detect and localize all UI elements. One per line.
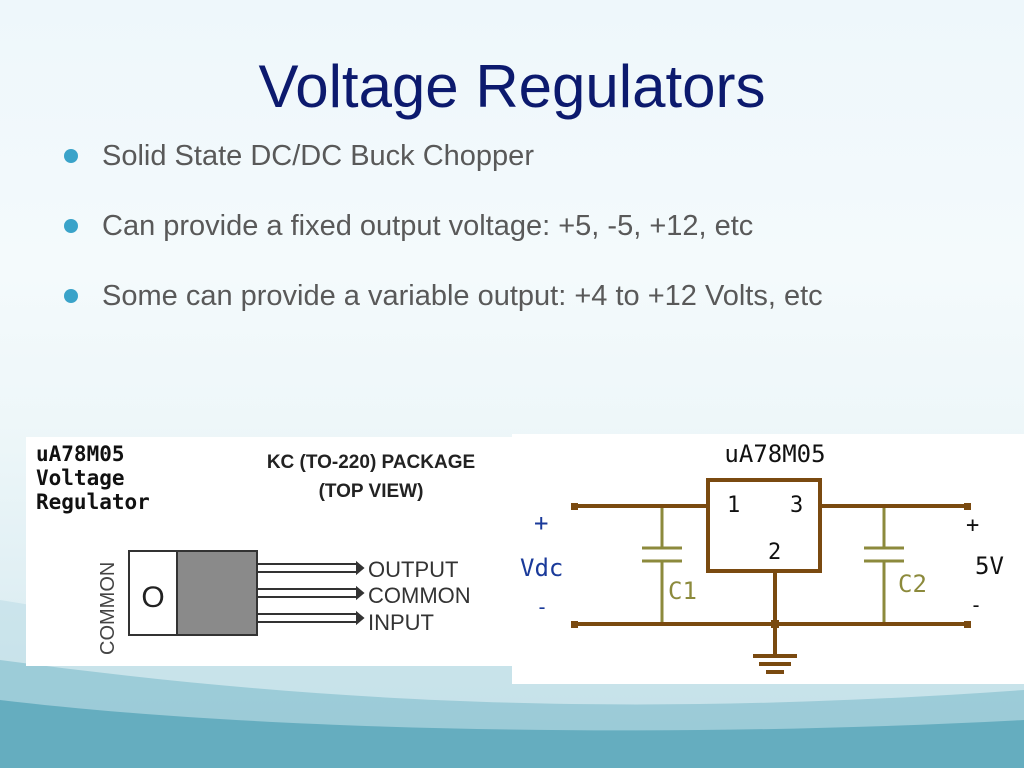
bullet-dot-icon [64, 149, 78, 163]
bullet-text: Can provide a fixed output voltage: +5, … [102, 210, 754, 242]
package-title: KC (TO-220) PACKAGE [267, 452, 475, 473]
bullet-text: Some can provide a variable output: +4 t… [102, 280, 823, 312]
input-plus-label: + [534, 509, 548, 537]
pin-label-input: INPUT [368, 610, 434, 635]
regulator-part-label: uA78M05 [724, 440, 825, 468]
bullet-list: Solid State DC/DC Buck Chopper Can provi… [62, 136, 823, 346]
wire-terminals [571, 503, 971, 628]
pin-3-label: 3 [790, 493, 803, 518]
part-name-label: uA78M05 [36, 442, 125, 466]
package-subtitle: (TOP VIEW) [319, 481, 424, 502]
output-plus-label: + [966, 513, 979, 538]
regulator-box [706, 478, 822, 573]
bullet-text: Solid State DC/DC Buck Chopper [102, 140, 534, 172]
input-voltage-label: Vdc [520, 554, 563, 582]
input-minus-label: - [536, 595, 548, 619]
package-body [176, 550, 258, 636]
side-common-label: COMMON [97, 562, 119, 655]
capacitor-c1-label: C1 [668, 577, 697, 605]
pin-1-label: 1 [727, 493, 740, 518]
pin-label-common: COMMON [368, 583, 471, 608]
package-tab [128, 550, 178, 636]
output-voltage-label: 5V [975, 552, 1004, 580]
circuit-wires [574, 478, 967, 674]
mounting-hole-label: O [141, 581, 164, 614]
part-desc-label: Regulator [36, 490, 150, 514]
bullet-dot-icon [64, 289, 78, 303]
pin-label-output: OUTPUT [368, 557, 458, 582]
circuit-figure: uA78M05 1 3 [512, 434, 1024, 684]
bullet-item: Can provide a fixed output voltage: +5, … [62, 206, 823, 246]
output-minus-label: - [970, 593, 982, 617]
pin-leads [256, 560, 365, 626]
bullet-item: Solid State DC/DC Buck Chopper [62, 136, 823, 176]
pin-2-label: 2 [768, 540, 781, 565]
capacitor-c2-label: C2 [898, 570, 927, 598]
slide-title: Voltage Regulators [258, 53, 766, 120]
package-figure: uA78M05 Voltage Regulator KC (TO-220) PA… [26, 437, 512, 666]
capacitor-symbols [642, 508, 904, 622]
part-desc-label: Voltage [36, 466, 125, 490]
bullet-item: Some can provide a variable output: +4 t… [62, 276, 823, 316]
bullet-dot-icon [64, 219, 78, 233]
